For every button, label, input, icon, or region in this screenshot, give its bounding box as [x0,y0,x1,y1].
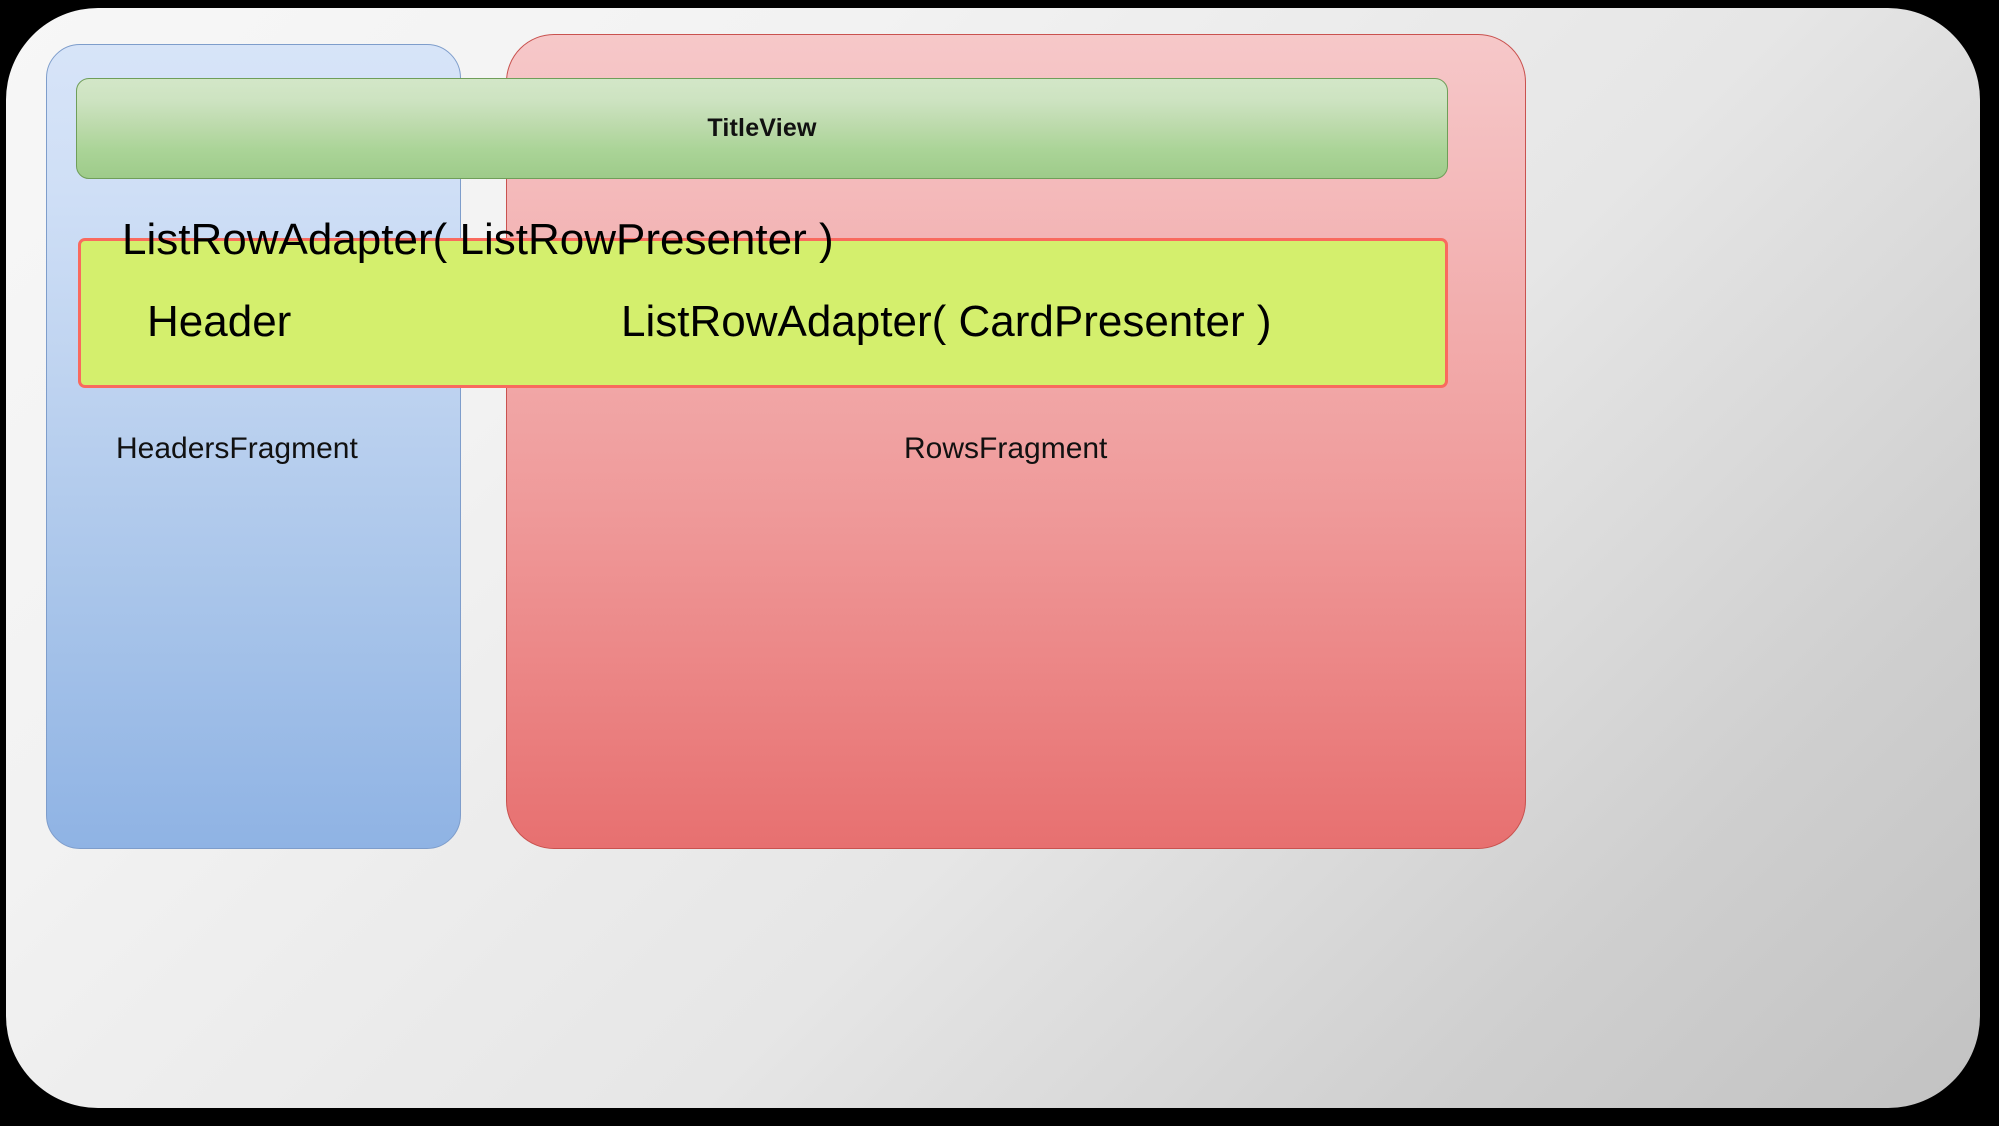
headers-fragment-label: HeadersFragment [116,432,358,465]
title-view-label: TitleView [707,114,817,142]
header-row-label: Header [147,297,292,346]
rows-fragment-label: RowsFragment [904,432,1108,465]
outer-device-container: TitleView ListRowAdapter( ListRowPresent… [6,8,1980,1108]
title-view-bar: TitleView [76,78,1448,179]
list-row-adapter-presenter-label: ListRowAdapter( ListRowPresenter ) [122,215,834,264]
card-presenter-box [78,238,1448,388]
card-presenter-label: ListRowAdapter( CardPresenter ) [621,297,1272,346]
